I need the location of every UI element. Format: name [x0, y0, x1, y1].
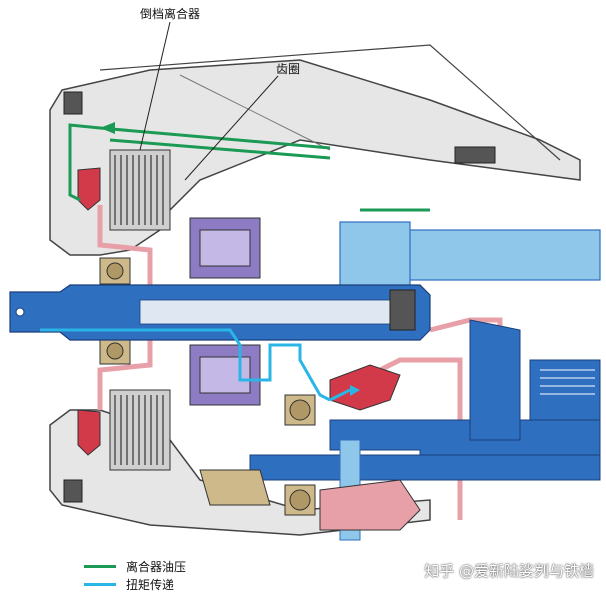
legend-swatch-cyan: [84, 583, 116, 586]
legend-item-oil-pressure: 离合器油压: [84, 558, 186, 575]
leader-ring-gear: [184, 75, 279, 181]
watermark: 知乎 @爱新陆娑刿与铁樯: [424, 562, 594, 580]
pistons: [77, 167, 101, 456]
input-shaft: [9, 284, 431, 341]
legend-label: 扭矩传递: [126, 578, 175, 592]
bearings: [99, 257, 316, 516]
legend-label: 离合器油压: [126, 560, 187, 574]
legend-item-torque: 扭矩传递: [84, 576, 174, 593]
right-output-shaft: [339, 221, 601, 287]
label-ring-gear: 齿圈: [276, 62, 301, 76]
lower-gear-train: [249, 319, 601, 541]
bolts: [63, 91, 496, 503]
planetary-gearset: [189, 217, 261, 406]
oil-pressure-path: [68, 123, 430, 212]
label-reverse-clutch: 倒档离合器: [140, 7, 201, 21]
torque-arrow: [350, 385, 360, 396]
torque-path: [40, 328, 351, 402]
differential-gear: [199, 364, 421, 531]
leader-reverse-clutch: [139, 21, 171, 151]
legend-swatch-green: [84, 565, 116, 568]
clutch-pack-bottom: [109, 389, 171, 471]
clutch-pack-top: [109, 149, 171, 231]
oil-arrow: [100, 122, 115, 134]
